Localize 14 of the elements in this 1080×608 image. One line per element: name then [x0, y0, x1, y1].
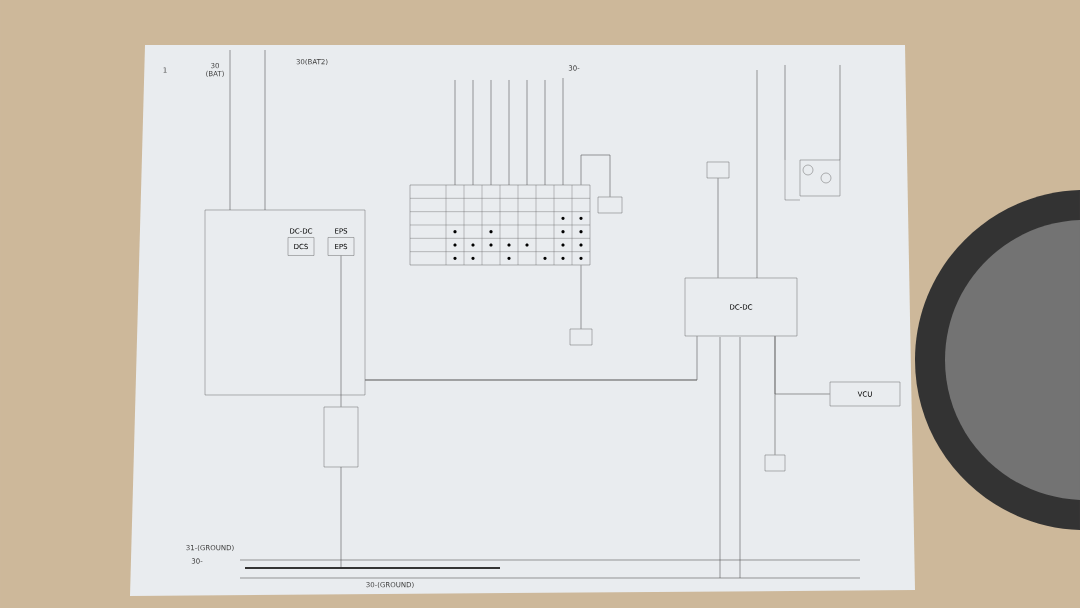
wire — [364, 335, 698, 381]
wire — [717, 177, 719, 279]
label-box — [706, 161, 730, 179]
wire — [340, 255, 342, 408]
module-box — [204, 209, 366, 396]
relay-box — [784, 159, 841, 201]
switch-table — [409, 184, 591, 266]
label-box — [597, 196, 623, 214]
wire — [774, 335, 776, 456]
label-box — [764, 454, 786, 472]
wire — [580, 264, 582, 330]
label-box — [569, 328, 593, 346]
fuse-box — [323, 406, 359, 468]
wire — [580, 154, 611, 198]
